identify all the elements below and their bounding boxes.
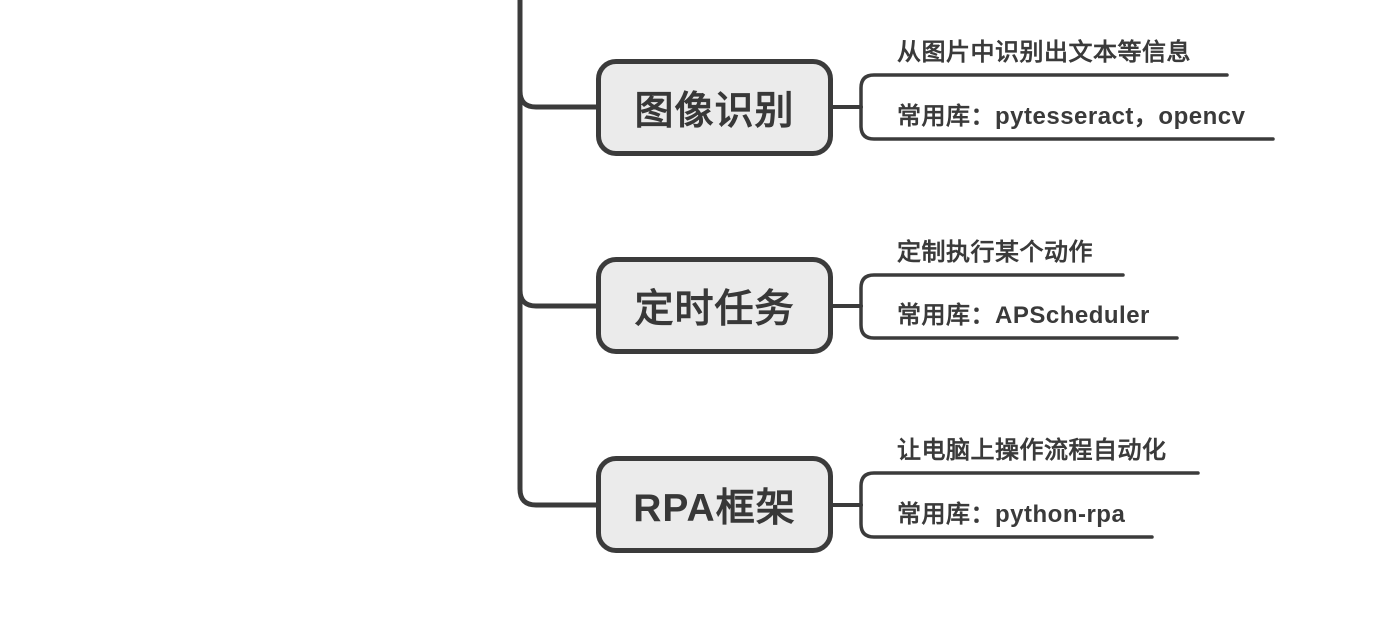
subtopic-image-recognition-libs[interactable]: 常用库：pytesseract，opencv [897,103,1246,130]
subtopic-rpa-framework-desc[interactable]: 让电脑上操作流程自动化 [897,437,1167,464]
topic-label: RPA框架 [633,486,796,530]
branch-connector-2 [517,287,599,309]
subtopic-image-recognition-desc[interactable]: 从图片中识别出文本等信息 [897,39,1191,66]
trunk-line [517,0,599,508]
topic-node-scheduled-task[interactable]: 定时任务 [596,257,833,354]
child-bracket-2 [859,273,1179,340]
child-bracket-3 [859,471,1200,539]
topic-node-rpa-framework[interactable]: RPA框架 [596,456,833,553]
subtopic-rpa-framework-libs[interactable]: 常用库：python-rpa [897,501,1126,528]
subtopic-scheduled-task-libs[interactable]: 常用库：APScheduler [897,302,1150,329]
topic-label: 图像识别 [634,89,795,133]
subtopic-scheduled-task-desc[interactable]: 定制执行某个动作 [897,239,1093,266]
branch-connector-1 [517,88,599,110]
topic-label: 定时任务 [634,287,795,331]
topic-node-image-recognition[interactable]: 图像识别 [596,59,833,156]
child-bracket-1 [859,73,1275,141]
